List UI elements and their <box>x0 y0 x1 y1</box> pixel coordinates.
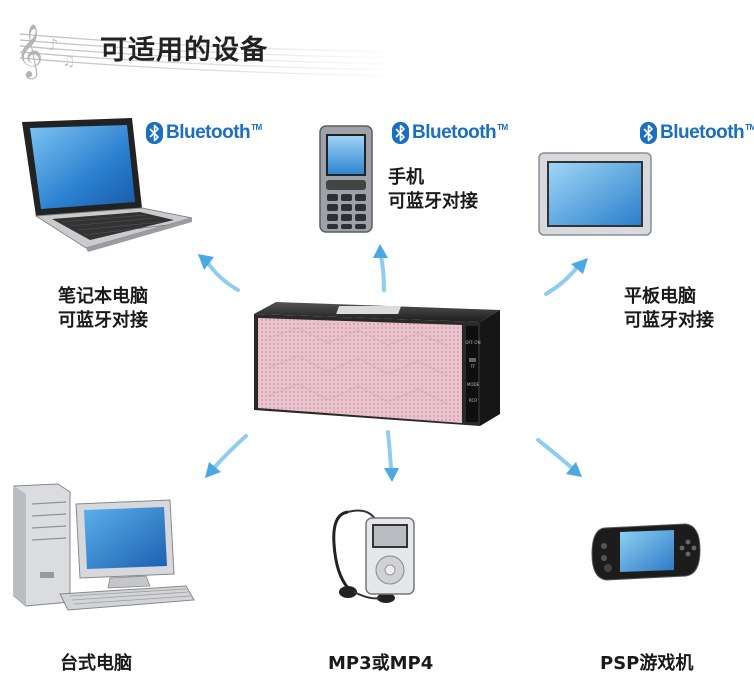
tf-slot-label: TF <box>470 364 476 369</box>
mode-button-label: MODE <box>467 382 480 387</box>
laptop-illustration <box>22 118 193 252</box>
speaker-illustration: OFF ON TF MODE RCR <box>254 302 500 426</box>
tf-card-slot <box>469 358 476 362</box>
arrow-to-laptop <box>198 254 240 292</box>
power-switch-label: OFF ON <box>465 340 480 345</box>
laptop-name: 笔记本电脑 <box>58 286 148 307</box>
arrow-to-tablet <box>544 258 588 296</box>
tablet-name: 平板电脑 <box>624 286 696 307</box>
music-staff-decoration: 𝄞 ♪ ♫ <box>16 23 400 79</box>
trademark-mark: TM <box>745 122 754 132</box>
bluetooth-icon <box>146 122 163 144</box>
svg-text:♪: ♪ <box>48 35 58 54</box>
bluetooth-label: Bluetooth <box>660 122 745 143</box>
laptop-label: 笔记本电脑 可蓝牙对接 <box>58 285 148 333</box>
trademark-mark: TM <box>251 122 262 132</box>
desktop-illustration <box>13 483 195 611</box>
phone-name: 手机 <box>388 167 424 188</box>
arrow-to-desktop <box>205 434 248 478</box>
desktop-label: 台式电脑 <box>60 653 132 674</box>
psp-illustration <box>591 523 701 581</box>
page-title: 可适用的设备 <box>100 35 268 66</box>
psp-label: PSP游戏机 <box>600 653 694 674</box>
tablet-illustration <box>538 152 652 236</box>
trademark-mark: TM <box>497 122 508 132</box>
phone-bluetooth-note: 可蓝牙对接 <box>388 191 478 212</box>
bluetooth-label: Bluetooth <box>412 122 497 143</box>
bluetooth-icon <box>640 122 657 144</box>
arrow-to-phone <box>373 244 388 292</box>
arrow-to-psp <box>536 438 582 477</box>
arrow-to-mp3 <box>384 430 399 482</box>
phone-label: 手机 可蓝牙对接 <box>388 166 478 214</box>
mp3-label: MP3或MP4 <box>328 653 434 674</box>
bluetooth-icon <box>392 122 409 144</box>
mp3-player-illustration <box>332 509 415 603</box>
rcr-label: RCR <box>469 398 477 403</box>
tablet-bluetooth-note: 可蓝牙对接 <box>624 310 714 331</box>
tablet-label: 平板电脑 可蓝牙对接 <box>624 285 714 333</box>
phone-illustration <box>319 125 373 233</box>
bluetooth-label: Bluetooth <box>166 122 251 143</box>
svg-text:♫: ♫ <box>62 52 75 70</box>
laptop-bluetooth-note: 可蓝牙对接 <box>58 310 148 331</box>
svg-text:𝄞: 𝄞 <box>16 23 43 79</box>
